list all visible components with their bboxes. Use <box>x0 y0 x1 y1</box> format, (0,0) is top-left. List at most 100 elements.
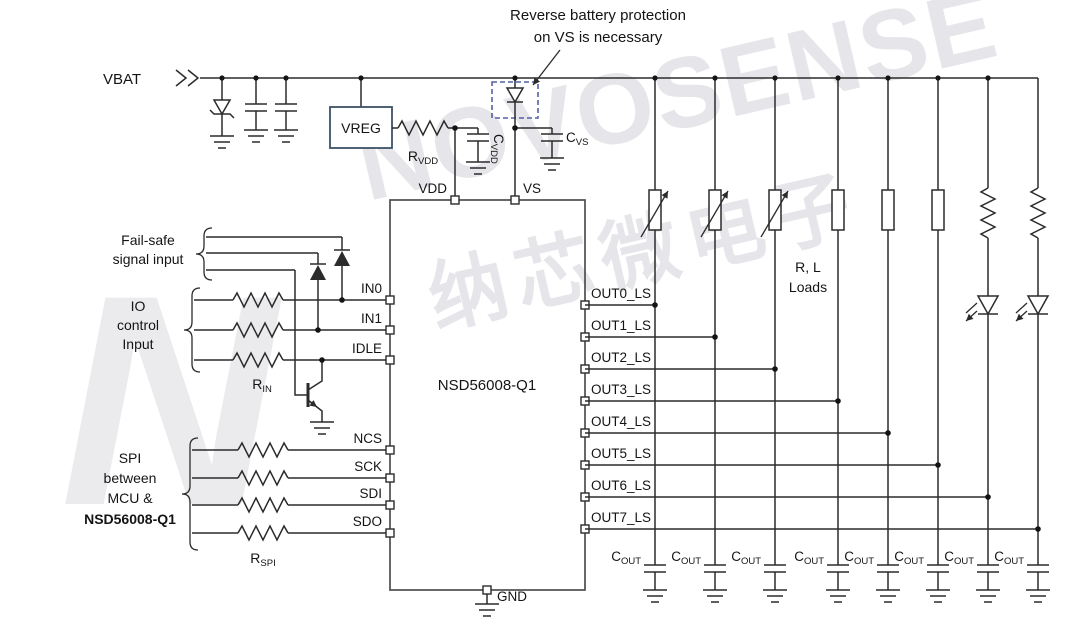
protection-diode-icon <box>505 87 525 104</box>
out6-label: OUT6_LS <box>591 478 651 493</box>
ground-icon <box>1025 589 1051 603</box>
loads-label-1: R, L <box>795 259 821 275</box>
cout-capacitor-icon <box>763 564 787 573</box>
rin-label: RIN <box>252 376 272 395</box>
in0-label: IN0 <box>361 281 382 296</box>
cout-capacitor-icon <box>976 564 1000 573</box>
io-label-2: control <box>117 317 159 333</box>
loads-label-2: Loads <box>789 279 827 295</box>
rin-resistor-icon <box>232 291 284 309</box>
output-capacitors: COUT COUT COUT COUT COUT COUT COUT COUT <box>611 549 1051 603</box>
rspi-resistor-icon <box>237 496 289 514</box>
pin-vs <box>510 195 520 205</box>
resistive-load-icon <box>881 189 895 231</box>
ground-icon <box>925 589 951 603</box>
cout-label: COUT <box>671 549 701 567</box>
ground-icon <box>975 589 1001 603</box>
ground-icon <box>309 421 335 435</box>
in1-label: IN1 <box>361 311 382 326</box>
annotation-line2: on VS is necessary <box>534 29 663 46</box>
cout-label: COUT <box>894 549 924 567</box>
capacitor-icon <box>244 103 268 112</box>
ic-body <box>389 199 586 591</box>
spi-label-3: MCU & <box>107 490 153 506</box>
out7-label: OUT7_LS <box>591 510 651 525</box>
out1-label: OUT1_LS <box>591 318 651 333</box>
fail-safe-diode-icon <box>334 251 350 266</box>
pin-ncs <box>385 445 395 455</box>
cout-label: COUT <box>944 549 974 567</box>
out2-label: OUT2_LS <box>591 350 651 365</box>
led-icon <box>1026 295 1050 316</box>
cout-capacitor-icon <box>1026 564 1050 573</box>
sdi-label: SDI <box>359 486 382 501</box>
io-label-3: Input <box>122 336 153 352</box>
ground-icon <box>243 129 269 143</box>
io-control-inputs: IO control Input RIN <box>117 287 386 435</box>
rspi-label: RSPI <box>250 550 275 569</box>
cout-label: COUT <box>844 549 874 567</box>
cvdd-label: CVDD <box>488 134 506 164</box>
output-branches: OUT0_LS OUT1_LS OUT2_LS OUT3_LS OUT4_LS … <box>585 78 1050 565</box>
ground-icon <box>702 589 728 603</box>
vbat-label: VBAT <box>103 71 141 88</box>
cout-capacitor-icon <box>826 564 850 573</box>
rin-resistor-icon <box>232 321 284 339</box>
cout-label: COUT <box>794 549 824 567</box>
fail-safe-transistor-icon <box>306 360 335 435</box>
fail-safe-diode-icon <box>310 265 326 280</box>
cout-capacitor-icon <box>926 564 950 573</box>
relay-load-icon <box>708 189 722 231</box>
spi-label-2: between <box>104 470 157 486</box>
relay-load-icon <box>648 189 662 231</box>
out3-label: OUT3_LS <box>591 382 651 397</box>
cout-label: COUT <box>994 549 1024 567</box>
pin-sck <box>385 473 395 483</box>
pin-idle <box>385 355 395 365</box>
led-icon <box>976 295 1000 316</box>
pin-in0 <box>385 295 395 305</box>
idle-label: IDLE <box>352 341 382 356</box>
ground-icon <box>465 161 491 175</box>
ic-name: NSD56008-Q1 <box>438 377 536 394</box>
sck-label: SCK <box>354 459 382 474</box>
vreg-box <box>329 106 393 149</box>
ground-icon <box>474 603 500 617</box>
pin-in1 <box>385 325 395 335</box>
rspi-resistor-icon <box>237 524 289 542</box>
reverse-battery-protection: CVS Reverse battery protection on VS is … <box>491 7 686 196</box>
ground-icon <box>762 589 788 603</box>
spi-label-4: NSD56008-Q1 <box>84 511 176 527</box>
ground-icon <box>273 129 299 143</box>
rvdd-resistor-icon <box>397 119 449 137</box>
rspi-resistor-icon <box>237 441 289 459</box>
ground-icon <box>875 589 901 603</box>
cvdd-capacitor-icon <box>466 133 490 142</box>
out0-label: OUT0_LS <box>591 286 651 301</box>
gnd-pin-label: GND <box>497 589 527 604</box>
cout-capacitor-icon <box>703 564 727 573</box>
out4-label: OUT4_LS <box>591 414 651 429</box>
led-resistor-icon <box>1029 187 1047 239</box>
rspi-resistor-icon <box>237 469 289 487</box>
io-label-1: IO <box>131 298 146 314</box>
zener-diode-icon <box>212 99 232 116</box>
cout-capacitor-icon <box>876 564 900 573</box>
pin-vdd <box>450 195 460 205</box>
pin-gnd <box>482 585 492 595</box>
ground-icon <box>642 589 668 603</box>
resistive-load-icon <box>931 189 945 231</box>
spi-label-1: SPI <box>119 450 142 466</box>
fail-safe-inputs: Fail-safe signal input <box>113 227 350 396</box>
vbat-rail: VBAT <box>103 69 1038 88</box>
out5-label: OUT5_LS <box>591 446 651 461</box>
spi-brace <box>181 437 199 551</box>
junction-dots <box>219 75 1041 532</box>
pin-sdi <box>385 500 395 510</box>
rin-resistor-icon <box>232 351 284 369</box>
ground-icon <box>825 589 851 603</box>
annotation-line1: Reverse battery protection <box>510 7 686 24</box>
cout-label: COUT <box>611 549 641 567</box>
pin-sdo <box>385 528 395 538</box>
